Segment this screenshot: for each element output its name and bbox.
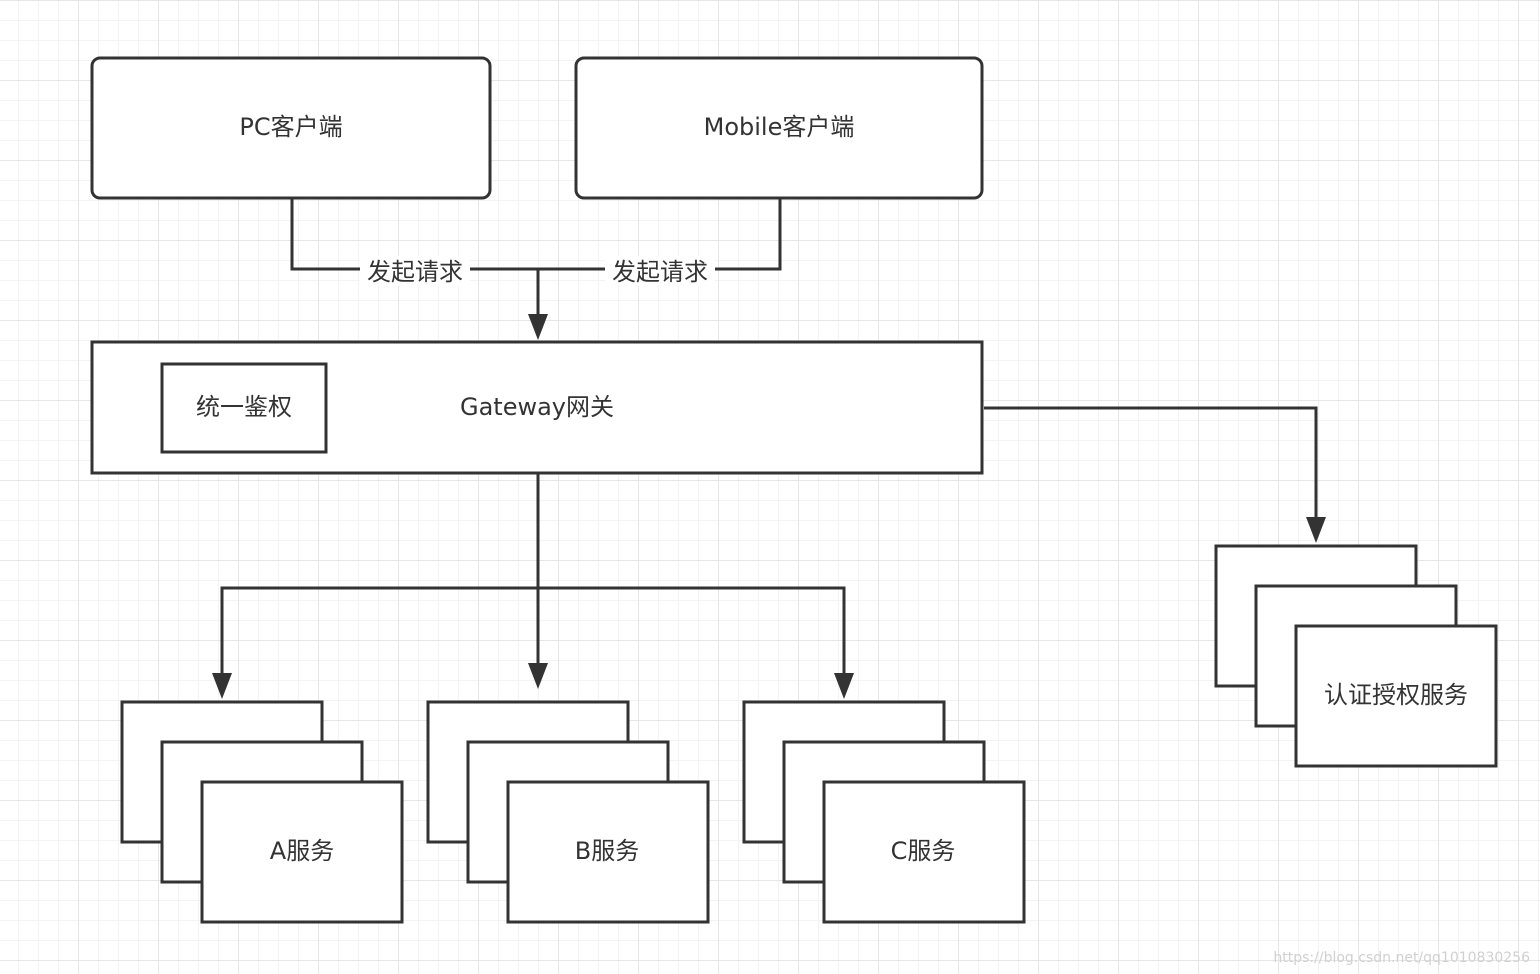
unified-auth-node: 统一鉴权 bbox=[160, 362, 328, 454]
edge-label-mobile-request: 发起请求 bbox=[612, 258, 708, 286]
connector-to-service-a bbox=[220, 586, 538, 673]
service-a-stack bbox=[120, 700, 404, 924]
gateway-node: Gateway网关 统一鉴权 bbox=[90, 340, 984, 475]
service-b-stack bbox=[426, 700, 710, 924]
service-c-label: C服务 bbox=[891, 837, 956, 865]
arrowhead-service-b bbox=[528, 663, 548, 689]
pc-client-label: PC客户端 bbox=[239, 113, 342, 141]
arrowhead-service-c bbox=[834, 673, 854, 699]
auth-service-stack bbox=[1214, 544, 1498, 768]
service-c-stack bbox=[742, 700, 1026, 924]
connector-to-service-c bbox=[538, 586, 846, 673]
unified-auth-label: 统一鉴权 bbox=[196, 393, 292, 421]
connector-gateway-to-auth bbox=[984, 406, 1318, 519]
watermark: https://blog.csdn.net/qq1010830256 bbox=[1273, 950, 1530, 966]
service-a-label: A服务 bbox=[270, 837, 334, 865]
arrowhead-service-a bbox=[212, 673, 232, 699]
auth-service-label: 认证授权服务 bbox=[1324, 681, 1468, 709]
gateway-label: Gateway网关 bbox=[460, 393, 614, 421]
mobile-client-node: Mobile客户端 bbox=[574, 56, 984, 200]
arrowhead-gateway bbox=[528, 314, 548, 340]
arrowhead-auth-service bbox=[1306, 517, 1326, 543]
service-b-label: B服务 bbox=[575, 837, 639, 865]
pc-client-node: PC客户端 bbox=[90, 56, 492, 200]
mobile-client-label: Mobile客户端 bbox=[704, 113, 855, 141]
edge-label-pc-request: 发起请求 bbox=[367, 258, 463, 286]
